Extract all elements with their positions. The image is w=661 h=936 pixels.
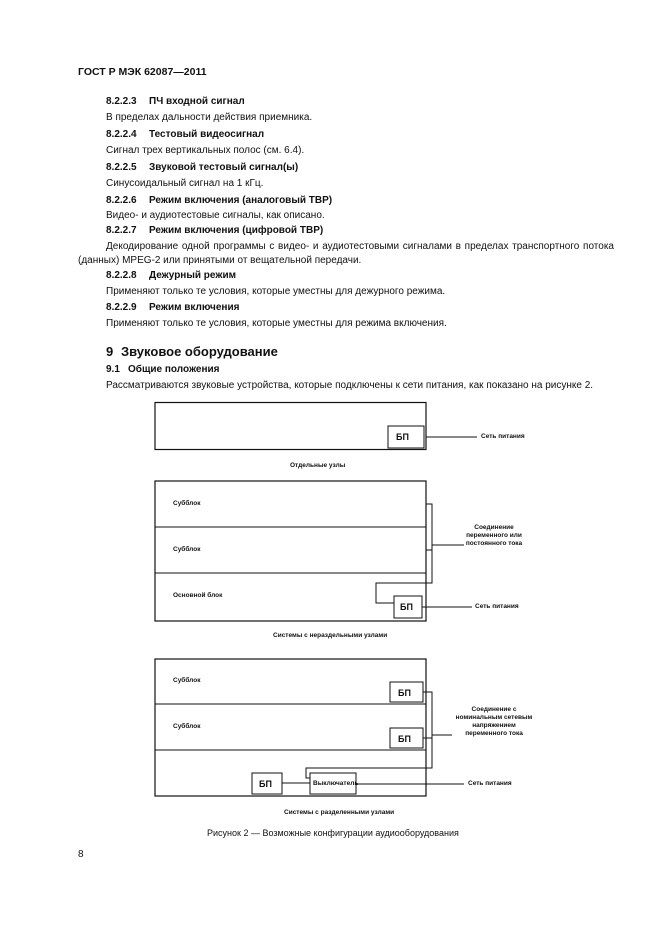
mains-label: Сеть питания <box>468 780 512 787</box>
subunit-label: Субблок <box>173 723 201 730</box>
section-body: Декодирование одной программы с видео- и… <box>78 241 614 266</box>
diagram-caption: Системы с нераздельными узлами <box>273 632 388 639</box>
psu-label: БП <box>259 779 272 789</box>
diagram-caption: Отдельные узлы <box>290 462 346 469</box>
psu-label: БП <box>396 432 409 442</box>
section-body: Сигнал трех вертикальных полос (см. 6.4)… <box>106 145 305 156</box>
connection-label: Соединение переменного или постоянного т… <box>465 524 523 547</box>
subsection-title: Общие положения <box>128 364 220 375</box>
connection-bracket <box>426 503 433 551</box>
standalone-unit-box <box>154 401 427 451</box>
section-title: ПЧ входной сигнал <box>149 96 245 107</box>
section-number: 8.2.2.7 <box>106 225 137 236</box>
section-number: 8.2.2.9 <box>106 302 137 313</box>
psu-label: БП <box>400 602 413 612</box>
subunit-label: Субблок <box>173 546 201 553</box>
chapter-number: 9 <box>106 344 114 359</box>
section-body: Применяют только те условия, которые уме… <box>106 318 447 329</box>
chapter-title: Звуковое оборудование <box>121 344 278 359</box>
section-title: Дежурный режим <box>149 270 236 281</box>
page-number: 8 <box>78 849 84 860</box>
psu-box <box>387 425 425 449</box>
switch-label: Выключатель <box>313 780 359 787</box>
section-body: В пределах дальности действия приемника. <box>106 112 313 123</box>
switch-wiring <box>305 767 426 779</box>
section-number: 8.2.2.4 <box>106 129 137 140</box>
section-title: Звуковой тестовый сигнал(ы) <box>149 162 299 173</box>
psu-label: БП <box>398 688 411 698</box>
section-body: Синусоидальный сигнал на 1 кГц. <box>106 178 264 189</box>
mains-label: Сеть питания <box>475 603 519 610</box>
subsection-body: Рассматриваются звуковые устройства, кот… <box>106 380 594 391</box>
psu-wiring <box>375 582 426 604</box>
connection-label: Соединение с номинальным сетевым напряже… <box>455 706 533 737</box>
psu-label: БП <box>398 734 411 744</box>
integrated-system-box <box>154 480 427 622</box>
section-title: Тестовый видеосигнал <box>149 129 265 140</box>
separated-system-box <box>154 658 427 797</box>
figure-caption: Рисунок 2 — Возможные конфигурации аудио… <box>207 828 459 838</box>
section-title: Режим включения (аналоговый ТВР) <box>149 195 333 206</box>
subsection-number: 9.1 <box>106 364 120 375</box>
diagram-caption: Системы с разделенными узлами <box>284 809 395 816</box>
connection-bracket <box>426 549 433 584</box>
section-body: Применяют только те условия, которые уме… <box>106 286 446 297</box>
section-number: 8.2.2.3 <box>106 96 137 107</box>
section-title: Режим включения (цифровой ТВР) <box>149 225 324 236</box>
mains-label: Сеть питания <box>481 433 525 440</box>
document-header: ГОСТ Р МЭК 62087—2011 <box>78 66 207 78</box>
connection-bracket <box>423 691 433 739</box>
section-body: Видео- и аудиотестовые сигналы, как опис… <box>106 210 325 221</box>
section-number: 8.2.2.5 <box>106 162 137 173</box>
subunit-label: Субблок <box>173 677 201 684</box>
main-unit-label: Основной блок <box>173 592 223 599</box>
section-title: Режим включения <box>149 302 240 313</box>
section-number: 8.2.2.8 <box>106 270 137 281</box>
connection-bracket <box>426 738 433 769</box>
section-number: 8.2.2.6 <box>106 195 137 206</box>
subunit-label: Субблок <box>173 500 201 507</box>
